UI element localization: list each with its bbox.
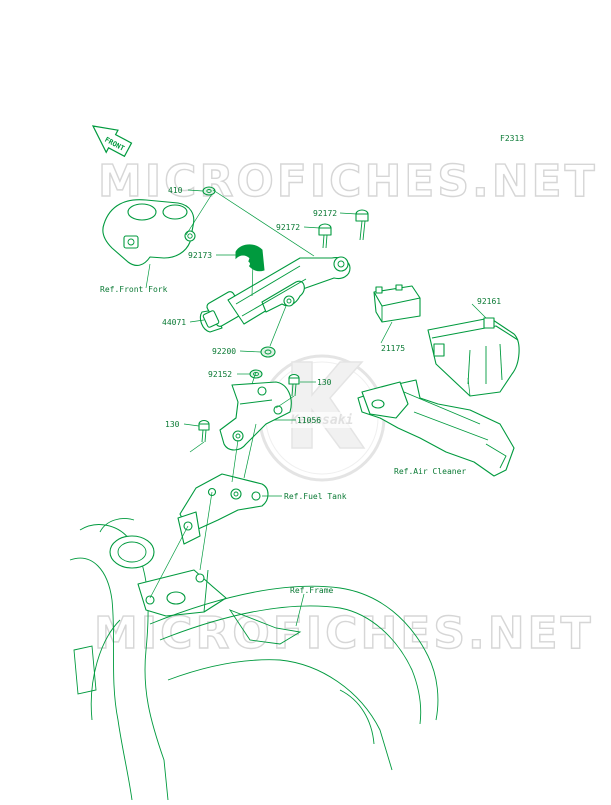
washer-92200 <box>260 346 276 358</box>
bolt-92172-lower <box>318 223 332 249</box>
bolt-130-right <box>288 373 300 397</box>
washer-410 <box>202 186 216 196</box>
part-labels: 410 92172 92172 92173 44071 92200 92161 … <box>162 186 501 429</box>
part-label-92173: 92173 <box>188 251 212 260</box>
front-arrow-icon: FRONT <box>91 125 133 158</box>
washer-92152 <box>249 369 263 379</box>
part-label-410: 410 <box>168 186 183 195</box>
part-label-92200: 92200 <box>212 347 236 356</box>
clamp-92173 <box>235 244 265 272</box>
fuel-tank-bracket <box>177 473 269 545</box>
part-label-92172-upper: 92172 <box>313 209 337 218</box>
part-label-92172-lower: 92172 <box>276 223 300 232</box>
ref-label-fuel-tank: Ref.Fuel Tank <box>284 492 347 501</box>
frame-assembly <box>69 518 439 801</box>
kawasaki-logo-watermark: Kawasaki <box>258 354 386 482</box>
damper-bracket-11056 <box>219 381 292 451</box>
bolt-130-left <box>198 419 210 443</box>
part-label-92152: 92152 <box>208 370 232 379</box>
part-label-130-left: 130 <box>165 420 180 429</box>
cover-92161 <box>427 317 520 397</box>
ref-label-front-fork: Ref.Front Fork <box>100 285 168 294</box>
leader-lines <box>145 189 487 627</box>
part-label-21175: 21175 <box>381 344 405 353</box>
watermark-upper: MICROFICHES.NET <box>98 156 598 207</box>
ref-label-air-cleaner: Ref.Air Cleaner <box>394 467 466 476</box>
kawasaki-brand-text: Kawasaki <box>290 413 354 428</box>
part-label-11056: 11056 <box>297 416 321 425</box>
part-label-130-right: 130 <box>317 378 332 387</box>
electric-part-21175 <box>373 284 421 323</box>
air-cleaner-duct <box>357 379 515 477</box>
part-label-92161: 92161 <box>477 297 501 306</box>
part-label-44071: 44071 <box>162 318 186 327</box>
steering-damper <box>199 256 351 333</box>
ref-label-frame: Ref.Frame <box>290 586 334 595</box>
reference-labels: Ref.Front Fork Ref.Air Cleaner Ref.Fuel … <box>100 285 466 595</box>
diagram-code: F2313 <box>500 134 524 143</box>
bolt-92172-upper <box>355 209 369 241</box>
front-fork-clamp <box>102 199 196 266</box>
